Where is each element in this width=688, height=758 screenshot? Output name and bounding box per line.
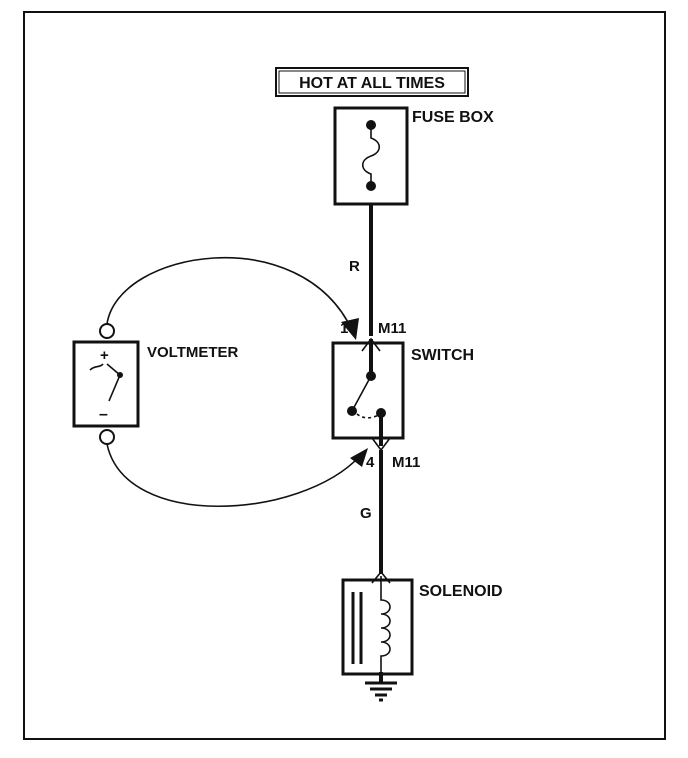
switch-blade-icon <box>351 375 372 412</box>
switch: SWITCH <box>331 337 474 452</box>
test-lead-negative-arrow-icon <box>350 448 368 467</box>
fuse-box-label: FUSE BOX <box>412 109 494 126</box>
wire-green-color-label: G <box>360 505 372 522</box>
connector-bottom-pin: 4 <box>366 454 375 471</box>
test-lead-positive-arrow-icon <box>341 318 359 340</box>
solenoid-coil-icon <box>380 576 391 672</box>
voltmeter-plus-terminal <box>99 323 115 339</box>
switch-label: SWITCH <box>411 347 474 364</box>
switch-contact-pivot <box>347 406 357 416</box>
voltmeter-plus-sign: + <box>100 347 109 364</box>
fuse-box: FUSE BOX <box>333 106 494 206</box>
switch-travel-path <box>356 413 381 419</box>
solenoid-label: SOLENOID <box>419 583 503 600</box>
fuse-element-icon <box>361 125 381 186</box>
ground-icon <box>365 672 397 702</box>
connector-solenoid-chevron-icon <box>371 570 391 584</box>
connector-top-id: M11 <box>378 320 406 337</box>
voltmeter-minus-sign: – <box>99 406 108 423</box>
diagram-frame <box>23 11 666 740</box>
connector-bottom-id: M11 <box>392 454 420 471</box>
voltmeter-label: VOLTMETER <box>147 344 239 361</box>
solenoid: SOLENOID <box>341 570 503 676</box>
connector-top-pin: 1 <box>340 320 348 337</box>
voltmeter: + – VOLTMETER <box>72 323 239 445</box>
hot-label-text: HOT AT ALL TIMES <box>299 75 445 92</box>
test-lead-negative <box>106 443 361 507</box>
voltmeter-minus-terminal <box>99 429 115 445</box>
wire-red-color-label: R <box>349 258 360 275</box>
test-lead-positive <box>106 257 353 331</box>
hot-at-all-times-label: HOT AT ALL TIMES <box>275 67 469 97</box>
